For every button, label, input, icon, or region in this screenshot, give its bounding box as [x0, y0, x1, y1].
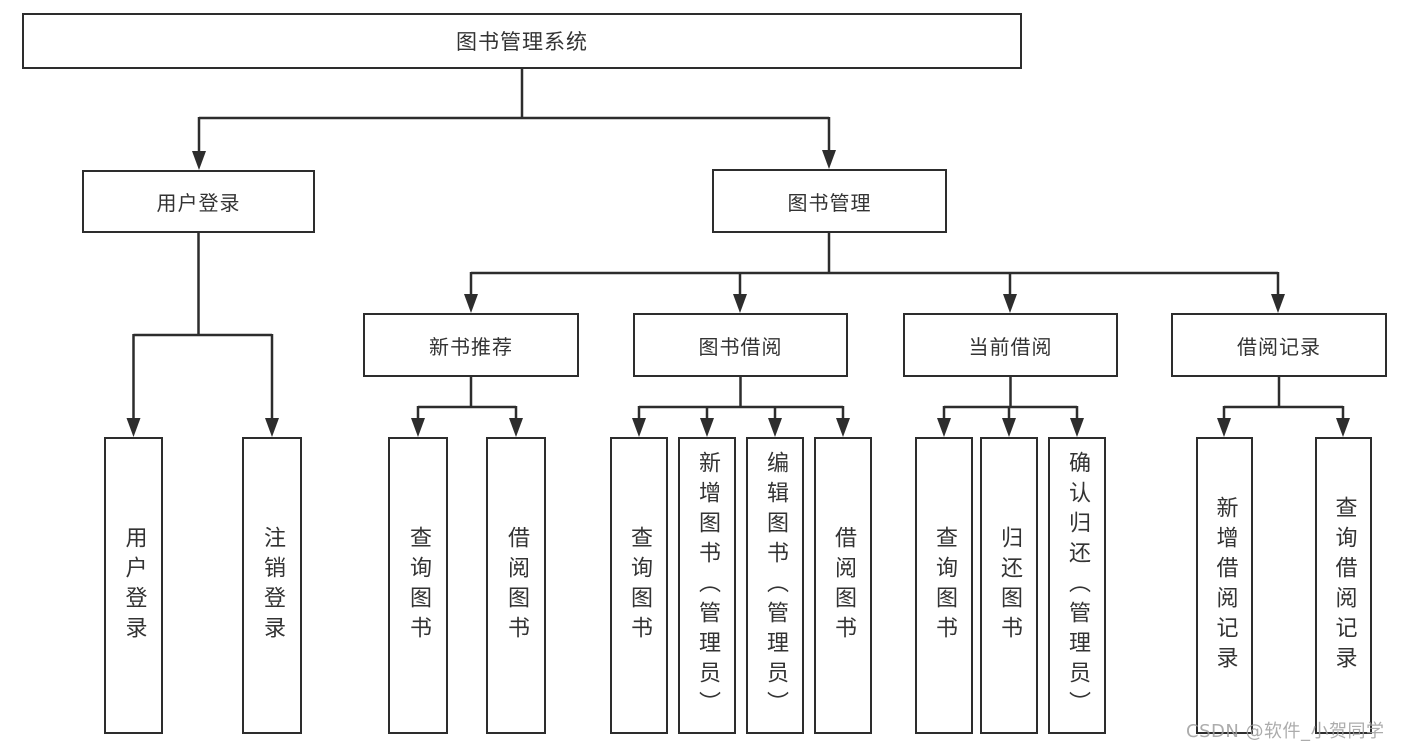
node-root: 图书管理系统 — [22, 13, 1022, 69]
leaf-log-search-record: 查询借阅记录 — [1315, 437, 1372, 734]
leaf-rec-search-books: 查询图书 — [388, 437, 448, 734]
connector-bookborrowing-to-leaves — [637, 377, 845, 419]
node-current-borrowing: 当前借阅 — [903, 313, 1118, 377]
node-new-book-recommendation: 新书推荐 — [363, 313, 579, 377]
leaf-bor-search-books: 查询图书 — [610, 437, 668, 734]
node-user-login: 用户登录 — [82, 170, 315, 233]
connector-currentborrowing-to-leaves — [942, 377, 1079, 419]
leaf-cur-return-books: 归还图书 — [980, 437, 1038, 734]
leaf-logout: 注销登录 — [242, 437, 302, 734]
leaf-bor-add-books: 新增图书（管理员） — [678, 437, 736, 734]
csdn-watermark: CSDN @软件_小贺同学 — [1186, 721, 1385, 742]
connector-bookmgmt-to-level3 — [469, 233, 1280, 295]
leaf-cur-search-books: 查询图书 — [915, 437, 973, 734]
node-borrowing-records: 借阅记录 — [1171, 313, 1387, 377]
leaf-bor-edit-books: 编辑图书（管理员） — [746, 437, 804, 734]
connector-newbookrec-to-leaves — [416, 377, 518, 419]
leaf-rec-borrow-books: 借阅图书 — [486, 437, 546, 734]
connector-borrowrecords-to-leaves — [1222, 377, 1345, 419]
node-book-borrowing: 图书借阅 — [633, 313, 848, 377]
leaf-user-login: 用户登录 — [104, 437, 163, 734]
leaf-cur-confirm-return: 确认归还（管理员） — [1048, 437, 1106, 734]
connector-root-to-level2 — [197, 69, 831, 152]
leaf-log-add-record: 新增借阅记录 — [1196, 437, 1253, 734]
connector-userlogin-to-leaves — [132, 233, 274, 419]
leaf-bor-borrow-books: 借阅图书 — [814, 437, 872, 734]
node-book-management: 图书管理 — [712, 169, 947, 233]
arrowheads — [126, 150, 1350, 437]
